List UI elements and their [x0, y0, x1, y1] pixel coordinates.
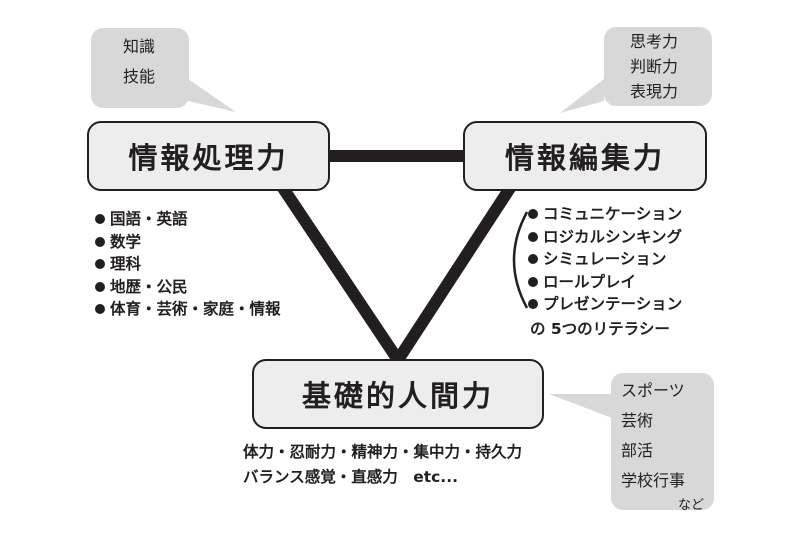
bullet-icon: [528, 209, 538, 220]
basic-caption-line: バランス感覚・直感力 etc...: [243, 468, 458, 486]
list-item-text: 国語・英語: [110, 210, 188, 228]
activities-bubble: スポーツ 芸術 部活 学校行事 など: [611, 373, 714, 513]
bullet-icon: [528, 299, 538, 310]
bubble-text: スポーツ: [621, 381, 685, 400]
list-item-text: 理科: [110, 255, 142, 273]
processing-subject-list: 国語・英語 数学 理科 地歴・公民 体育・芸術・家庭・情報: [95, 208, 281, 321]
node-basic: 基礎的人間力: [252, 359, 544, 429]
bullet-icon: [528, 254, 538, 265]
bubble-text: 表現力: [630, 82, 679, 101]
bullet-icon: [95, 236, 105, 247]
list-item: コミュニケーション: [528, 203, 682, 226]
list-item: 数学: [95, 231, 281, 254]
list-item: 理科: [95, 253, 281, 276]
list-item-text: プレゼンテーション: [543, 295, 683, 313]
bullet-icon: [95, 214, 105, 225]
bubble-text: 判断力: [630, 57, 679, 76]
connector-editing-basic: [392, 182, 516, 366]
bullet-icon: [528, 231, 538, 242]
node-editing: 情報編集力: [463, 121, 707, 191]
list-item-text: コミュニケーション: [543, 205, 683, 223]
node-processing: 情報処理力: [87, 121, 330, 191]
bracket: [512, 211, 529, 309]
bullet-icon: [95, 281, 105, 292]
knowledge-bubble: 知識 技能: [91, 28, 189, 108]
thinking-bubble: 思考力 判断力 表現力: [604, 27, 712, 106]
list-item: シミュレーション: [528, 248, 682, 271]
list-item-text: ロールプレイ: [543, 272, 637, 291]
list-item: 体育・芸術・家庭・情報: [95, 298, 281, 321]
editing-literacy-list: コミュニケーション ロジカルシンキング シミュレーション ロールプレイ プレゼン…: [528, 203, 682, 316]
list-item-text: シミュレーション: [543, 250, 667, 268]
bullet-icon: [528, 276, 538, 287]
editing-list-footer: の 5つのリテラシー: [530, 320, 670, 338]
connector-processing-basic: [277, 182, 404, 366]
list-item: ロールプレイ: [528, 271, 682, 294]
bubble-note: など: [677, 498, 704, 513]
bubble-text: 学校行事: [621, 471, 686, 490]
list-item-text: 体育・芸術・家庭・情報: [110, 300, 281, 318]
list-item-text: 地歴・公民: [110, 277, 188, 296]
list-item: ロジカルシンキング: [528, 226, 682, 249]
list-item: プレゼンテーション: [528, 293, 682, 316]
bullet-icon: [95, 304, 105, 315]
list-item-text: 数学: [110, 232, 142, 251]
bubble-tail-right: [560, 79, 604, 113]
list-item: 地歴・公民: [95, 276, 281, 299]
bullet-icon: [95, 259, 105, 270]
bubble-tail-bottom: [549, 394, 612, 418]
bubble-text: 芸術: [621, 411, 654, 430]
list-item-text: ロジカルシンキング: [543, 227, 683, 246]
bubble-text: 知識: [123, 37, 156, 56]
basic-caption-line: 体力・忍耐力・精神力・集中力・持久力: [243, 443, 523, 461]
bubble-text: 思考力: [630, 32, 679, 51]
bubble-text: 部活: [621, 441, 654, 460]
bubble-text: 技能: [123, 67, 156, 86]
list-item: 国語・英語: [95, 208, 281, 231]
bubble-tail-left: [188, 79, 236, 112]
